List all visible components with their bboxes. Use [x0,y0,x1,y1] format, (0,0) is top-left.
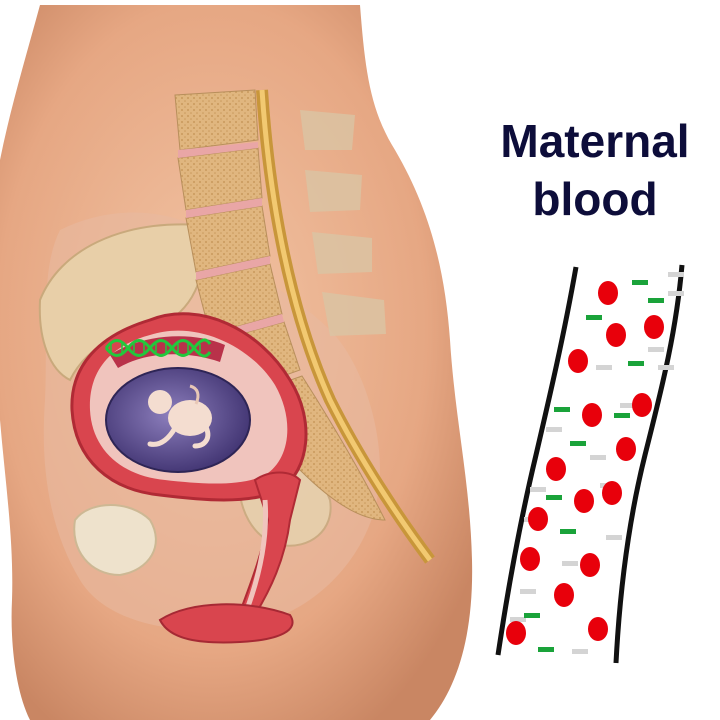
fetal-dna-fragment [648,298,664,303]
red-blood-cell [588,617,608,641]
blood-vessel [480,255,720,675]
red-blood-cell [582,403,602,427]
red-blood-cell [606,323,626,347]
red-blood-cell [546,457,566,481]
maternal-dna-fragment [530,487,546,492]
maternal-dna-fragment [572,649,588,654]
bladder [160,604,293,642]
maternal-dna-fragment [520,589,536,594]
title-line-1: Maternal [470,112,720,170]
red-blood-cell [580,553,600,577]
fetal-dna-fragment [586,315,602,320]
fetal-dna-fragment [560,529,576,534]
red-blood-cell [568,349,588,373]
maternal-dna-fragment [668,291,684,296]
maternal-dna-fragment [546,427,562,432]
maternal-blood-title: Maternal blood [470,112,720,228]
red-blood-cell [554,583,574,607]
maternal-dna-fragment [562,561,578,566]
red-blood-cell [528,507,548,531]
red-blood-cell [644,315,664,339]
fetal-dna-fragment [628,361,644,366]
fetal-dna-fragment [554,407,570,412]
maternal-dna-fragment [668,272,684,277]
red-blood-cell [598,281,618,305]
fetal-dna-fragment [538,647,554,652]
red-blood-cell [632,393,652,417]
maternal-dna-fragment [590,455,606,460]
fetal-dna-fragment [546,495,562,500]
maternal-dna-fragment [648,347,664,352]
title-line-2: blood [470,170,720,228]
fetal-dna-fragment [524,613,540,618]
maternal-dna-fragment [596,365,612,370]
red-blood-cell [616,437,636,461]
fetal-dna-fragment [632,280,648,285]
red-blood-cell [602,481,622,505]
red-blood-cell [520,547,540,571]
maternal-dna-fragment [606,535,622,540]
maternal-dna-fragment [658,365,674,370]
red-blood-cell [574,489,594,513]
red-blood-cell [506,621,526,645]
pregnancy-anatomy-illustration [0,0,480,720]
fetal-dna-fragment [614,413,630,418]
fetal-dna-fragment [570,441,586,446]
